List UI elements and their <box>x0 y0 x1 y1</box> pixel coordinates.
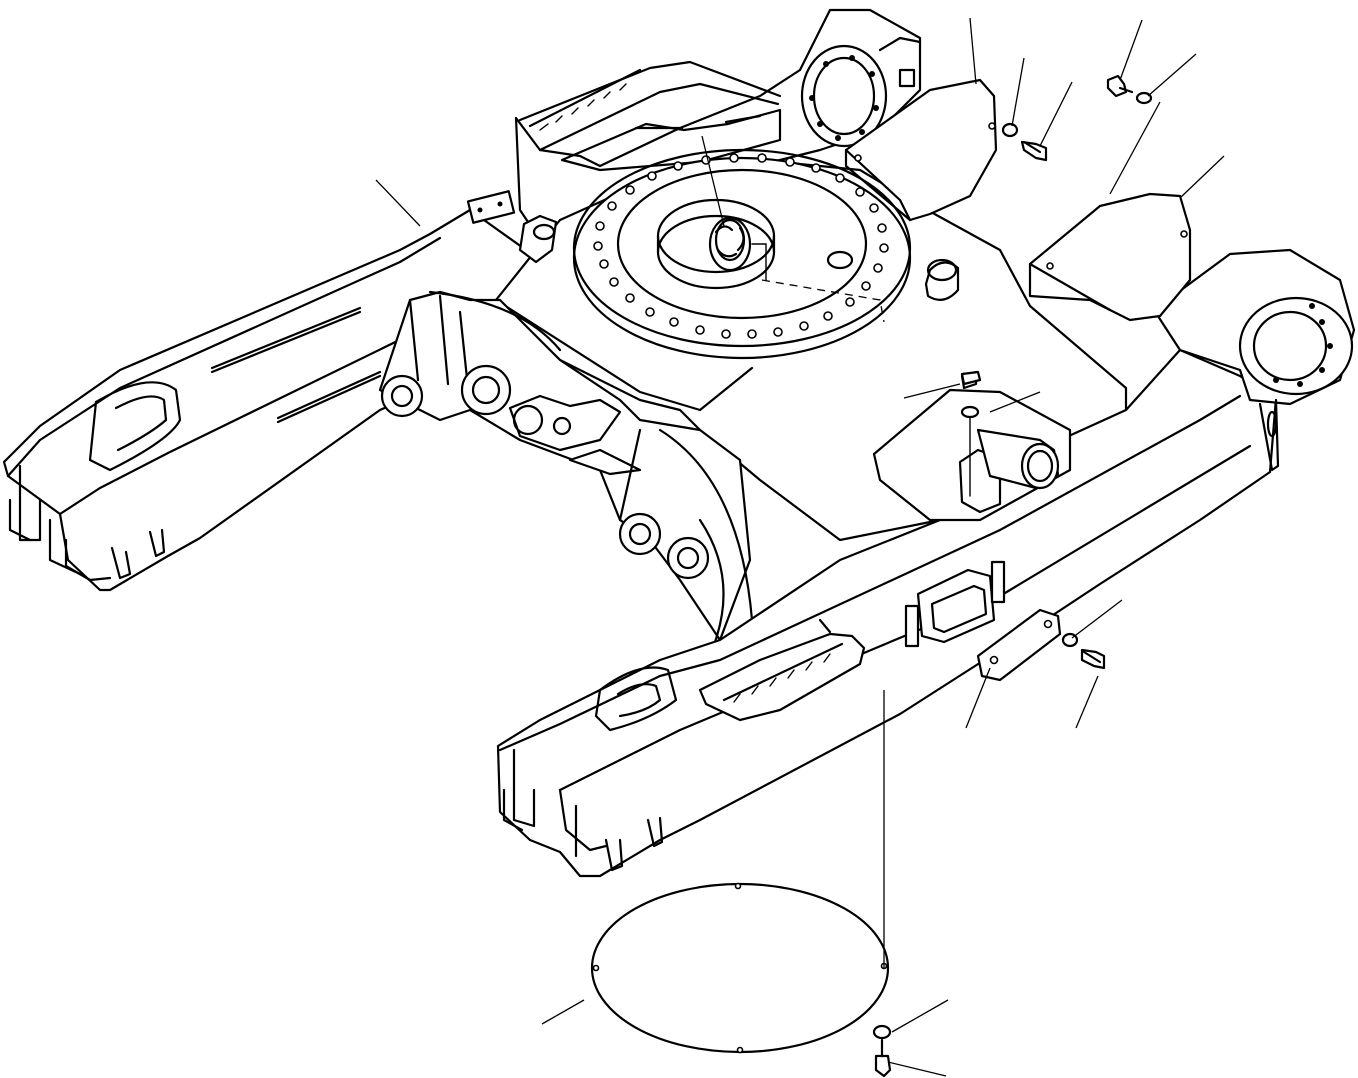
swing-circle-bolt-holes <box>593 153 889 339</box>
lower-center-links <box>378 290 754 652</box>
leader-lines <box>375 17 1225 1077</box>
round-bottom-cover <box>590 882 890 1054</box>
access-cover <box>976 608 1062 682</box>
cover-plate-right <box>1028 192 1192 322</box>
right-track-arm <box>496 248 1356 878</box>
cover-plate-left <box>844 78 998 222</box>
center-body <box>466 148 1128 542</box>
bolts-washers <box>872 74 1153 1078</box>
